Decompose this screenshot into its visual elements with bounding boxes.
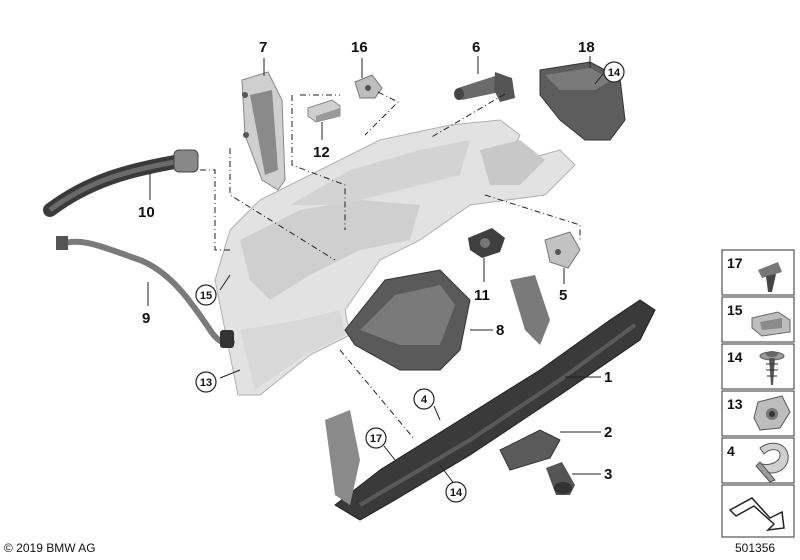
legend-item-15[interactable]: 15 xyxy=(721,296,795,343)
part-5-bracket xyxy=(544,231,581,269)
clamp-icon xyxy=(755,442,789,483)
part-1-glovebox-lid xyxy=(325,275,656,521)
svg-text:4: 4 xyxy=(727,443,735,459)
part-6-lock xyxy=(454,72,515,102)
part-7-bracket xyxy=(241,71,286,191)
document-number: 501356 xyxy=(735,541,776,555)
callout-9[interactable]: 9 xyxy=(142,310,150,327)
copyright-text: © 2019 BMW AG xyxy=(4,541,96,555)
callout-1[interactable]: 1 xyxy=(604,369,612,386)
svg-text:14: 14 xyxy=(727,349,743,365)
svg-text:17: 17 xyxy=(727,255,743,271)
part-18-cover xyxy=(539,61,626,141)
circled-callout-4[interactable]: 4 xyxy=(413,388,435,410)
callout-11[interactable]: 11 xyxy=(474,287,490,304)
part-11-knob xyxy=(468,228,505,258)
callout-3[interactable]: 3 xyxy=(604,466,612,483)
callout-5[interactable]: 5 xyxy=(559,287,567,304)
part-12-block xyxy=(307,99,341,123)
callout-2[interactable]: 2 xyxy=(604,424,612,441)
circled-callout-14-top[interactable]: 14 xyxy=(603,61,625,83)
legend-item-13[interactable]: 13 xyxy=(721,390,795,437)
legend-item-17[interactable]: 17 xyxy=(721,249,795,296)
glovebox-housing xyxy=(214,119,576,396)
part-10-hose xyxy=(43,149,199,217)
svg-text:4: 4 xyxy=(421,394,428,406)
svg-text:15: 15 xyxy=(200,290,212,302)
circled-callout-15[interactable]: 15 xyxy=(195,284,217,306)
circled-callout-17[interactable]: 17 xyxy=(365,427,387,449)
legend-item-14[interactable]: 14 xyxy=(721,343,795,390)
svg-text:17: 17 xyxy=(370,433,382,445)
callout-numbers: 1 2 3 5 6 7 8 9 10 11 12 16 18 xyxy=(138,39,612,483)
svg-text:14: 14 xyxy=(608,67,621,79)
circled-callout-13[interactable]: 13 xyxy=(195,371,217,393)
spring-nut-icon xyxy=(753,395,791,431)
svg-text:13: 13 xyxy=(200,377,212,389)
part-2-latch xyxy=(499,429,561,471)
callout-8[interactable]: 8 xyxy=(496,322,504,339)
legend-item-4[interactable]: 4 xyxy=(721,437,795,484)
callout-16[interactable]: 16 xyxy=(351,39,368,56)
part-16-clip xyxy=(354,74,383,99)
push-rivet-icon xyxy=(758,262,782,292)
legend-next-page[interactable] xyxy=(721,484,795,538)
svg-text:14: 14 xyxy=(450,487,463,499)
part-3-bushing xyxy=(546,462,575,495)
callout-18[interactable]: 18 xyxy=(578,39,595,56)
washer-screw-icon xyxy=(759,351,785,385)
callout-6[interactable]: 6 xyxy=(472,39,480,56)
part-8-tray xyxy=(344,269,471,371)
svg-text:13: 13 xyxy=(727,396,743,412)
callout-10[interactable]: 10 xyxy=(138,204,155,221)
clip-nut-icon xyxy=(751,311,791,337)
part-9-tube xyxy=(56,236,235,348)
leader-lines xyxy=(147,56,604,486)
callout-12[interactable]: 12 xyxy=(313,144,330,161)
next-page-arrow-icon xyxy=(728,497,785,532)
callout-7[interactable]: 7 xyxy=(259,39,267,56)
circled-callout-14-bottom[interactable]: 14 xyxy=(445,481,467,503)
svg-text:15: 15 xyxy=(727,302,743,318)
circled-callouts: 4 13 14 14 15 17 xyxy=(195,61,625,503)
small-parts-legend: 17 15 14 xyxy=(721,249,795,538)
